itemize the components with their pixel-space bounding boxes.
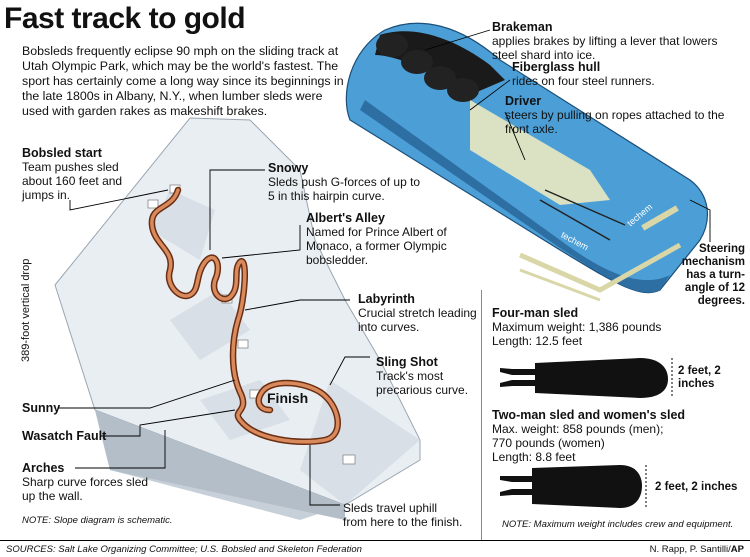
four-man-sled-silhouette: [500, 358, 673, 398]
two-man-sled-silhouette: [500, 465, 647, 508]
two-man-title: Two-man sled and women's sled: [492, 408, 686, 422]
sources-text: SOURCES: Salt Lake Organizing Committee;…: [6, 544, 362, 555]
callout-snowy: Snowy Sleds push G-forces of up to 5 in …: [268, 161, 423, 203]
four-man-max: Maximum weight: 1,386 pounds: [492, 320, 662, 334]
labyrinth-text: Crucial stretch leading into curves.: [358, 306, 477, 334]
hull-text: rides on four steel runners.: [512, 74, 655, 88]
page-title: Fast track to gold: [4, 2, 246, 35]
credit-names: N. Rapp, P. Santilli/: [649, 544, 731, 555]
two-man-specs: Two-man sled and women's sled Max. weigh…: [492, 408, 742, 464]
intro-text: Bobsleds frequently eclipse 90 mph on th…: [22, 44, 344, 118]
four-man-length: Length: 12.5 feet: [492, 334, 583, 348]
weight-note: NOTE: Maximum weight includes crew and e…: [502, 519, 734, 530]
two-man-max1: Max. weight: 858 pounds (men);: [492, 422, 664, 436]
sling-shot-text: Track's most precarious curve.: [376, 369, 469, 397]
brakeman-title: Brakeman: [492, 20, 553, 34]
callout-alberts-alley: Albert's Alley Named for Prince Albert o…: [306, 211, 476, 267]
sled-leader-lines: [424, 29, 711, 242]
callout-labyrinth: Labyrinth Crucial stretch leading into c…: [358, 292, 478, 334]
alberts-alley-text: Named for Prince Albert of Monaco, a for…: [306, 225, 447, 267]
two-man-max2: 770 pounds (women): [492, 436, 605, 450]
sunny-label: Sunny: [22, 401, 61, 415]
track-leader-lines: [58, 169, 370, 506]
snowy-title: Snowy: [268, 161, 309, 175]
uphill-label: Sleds travel uphill from here to the fin…: [343, 501, 463, 529]
slope-note: NOTE: Slope diagram is schematic.: [22, 515, 173, 526]
labyrinth-title: Labyrinth: [358, 292, 415, 306]
wasatch-fault-label: Wasatch Fault: [22, 429, 107, 443]
four-man-title: Four-man sled: [492, 306, 579, 320]
four-man-specs: Four-man sled Maximum weight: 1,386 poun…: [492, 306, 742, 348]
credit-ap: AP: [730, 544, 744, 555]
footer-rule: [0, 540, 750, 541]
callout-brakeman: Brakeman applies brakes by lifting a lev…: [492, 20, 742, 62]
credit: N. Rapp, P. Santilli/AP: [650, 544, 744, 555]
arches-title: Arches: [22, 461, 65, 475]
arches-text: Sharp curve forces sled up the wall.: [22, 475, 149, 503]
brakeman-text: applies brakes by lifting a lever that l…: [492, 34, 718, 62]
snowy-text: Sleds push G-forces of up to 5 in this h…: [268, 175, 421, 203]
sling-shot-title: Sling Shot: [376, 355, 438, 369]
driver-title: Driver: [505, 94, 542, 108]
steering-label: Steering mechanism has a turn-angle of 1…: [681, 243, 745, 307]
hull-title: Fiberglass hull: [512, 60, 601, 74]
callout-bobsled-start: Bobsled start Team pushes sled about 160…: [22, 146, 132, 202]
driver-text: steers by pulling on ropes attached to t…: [505, 108, 725, 136]
alberts-alley-title: Albert's Alley: [306, 211, 385, 225]
callout-driver: Driver steers by pulling on ropes attach…: [505, 94, 740, 136]
callout-fiberglass-hull: Fiberglass hull rides on four steel runn…: [512, 60, 732, 88]
vertical-drop-label: 389-foot vertical drop: [20, 258, 32, 362]
divider-line: [481, 290, 482, 540]
four-man-width: 2 feet, 2 inches: [678, 365, 721, 390]
callout-sling-shot: Sling Shot Track's most precarious curve…: [376, 355, 486, 397]
two-man-length: Length: 8.8 feet: [492, 450, 576, 464]
bobsled-illustration: [345, 22, 708, 302]
two-man-width: 2 feet, 2 inches: [655, 481, 738, 493]
bobsled-start-title: Bobsled start: [22, 146, 102, 160]
finish-label: Finish: [267, 390, 309, 406]
bobsled-start-text: Team pushes sled about 160 feet and jump…: [22, 160, 123, 202]
callout-arches: Arches Sharp curve forces sled up the wa…: [22, 461, 152, 503]
